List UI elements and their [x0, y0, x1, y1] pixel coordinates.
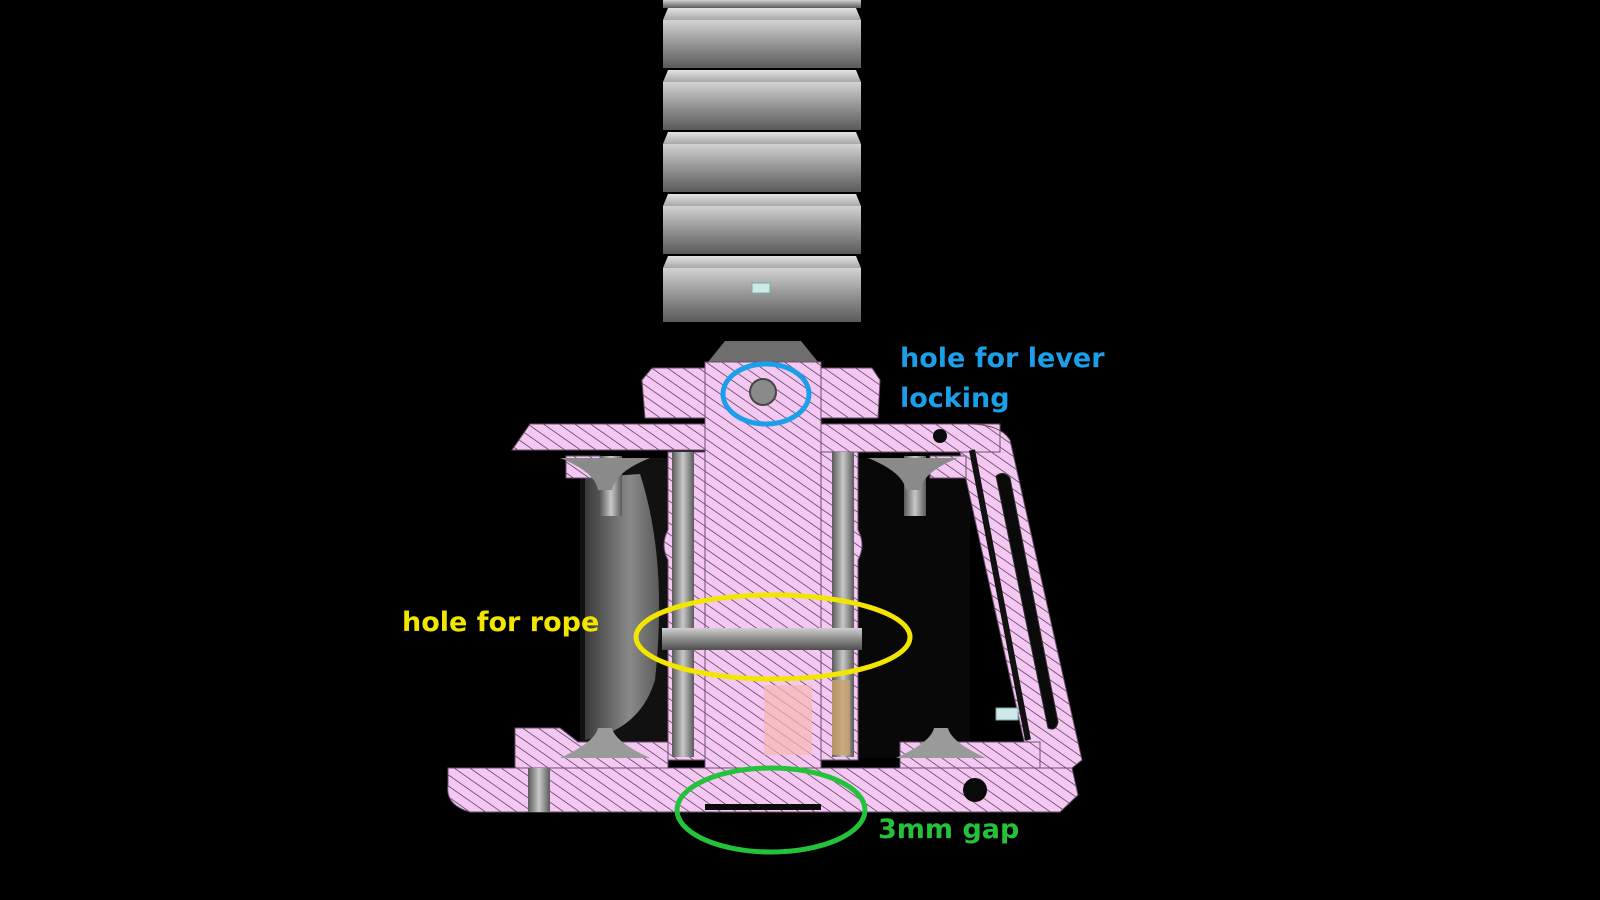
bottom-gap	[705, 804, 821, 810]
right-frame-details	[933, 429, 1059, 802]
rope-rod	[662, 628, 862, 755]
gap-label: 3mm gap	[878, 814, 1020, 845]
rope-hole-highlight-ellipse	[633, 592, 913, 682]
lever-hole-highlight-ellipse	[720, 361, 812, 427]
lever-hole-label: hole for lever locking	[900, 339, 1105, 419]
lever-hole-label-line2: locking	[900, 383, 1010, 414]
lever-pin-hole	[749, 378, 777, 406]
rope-hole-label: hole for rope	[402, 607, 600, 638]
cylinder-stack	[663, 0, 861, 362]
lever-hole-label-line1: hole for lever	[900, 343, 1105, 374]
gap-highlight-ellipse	[674, 765, 868, 855]
